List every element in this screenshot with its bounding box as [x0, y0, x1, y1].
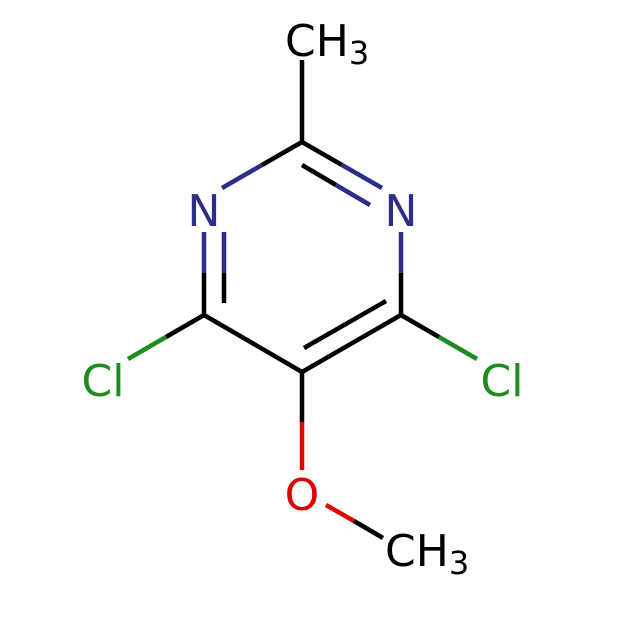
bond-c6-cl-carbon-half [164, 313, 206, 339]
bond-c2-n3-carbon-half [300, 140, 344, 167]
methyl-bottom-subscript: 3 [449, 544, 469, 582]
bond-c6-c5 [202, 313, 304, 374]
bond-c2-n1-carbon-half [260, 140, 304, 167]
methyl-top-main: CH [285, 16, 349, 67]
bond-c4-cl-chlorine-half [437, 335, 479, 361]
bond-c5-c4 [300, 313, 403, 374]
bonds [126, 60, 479, 540]
bond-c2-n3-nitrogen-half [340, 163, 384, 190]
bond-c2-n3-inner-carbon [300, 163, 338, 187]
chlorine-left-label: Cl [82, 356, 125, 407]
bond-c5-c4-inner [302, 299, 388, 350]
bond-c4-cl-carbon-half [399, 313, 441, 339]
bond-o-methyl-oxygen-half [324, 503, 356, 523]
nitrogen-right-label: N [385, 186, 418, 237]
methyl-top-label: CH3 [285, 16, 369, 72]
bond-c2-n1-nitrogen-half [220, 163, 264, 190]
methyl-bottom-label: CH3 [385, 526, 469, 582]
bond-o-methyl-carbon-half [352, 519, 385, 540]
chlorine-right-label: Cl [481, 356, 524, 407]
oxygen-label: O [285, 470, 320, 521]
atom-labels: CH3 N N Cl Cl O CH3 [82, 16, 524, 582]
bond-c2-n3-inner-nitrogen [334, 183, 372, 207]
methyl-top-subscript: 3 [349, 34, 369, 72]
nitrogen-left-label: N [188, 186, 221, 237]
methyl-bottom-main: CH [385, 526, 449, 577]
bond-c6-cl-chlorine-half [126, 335, 168, 361]
